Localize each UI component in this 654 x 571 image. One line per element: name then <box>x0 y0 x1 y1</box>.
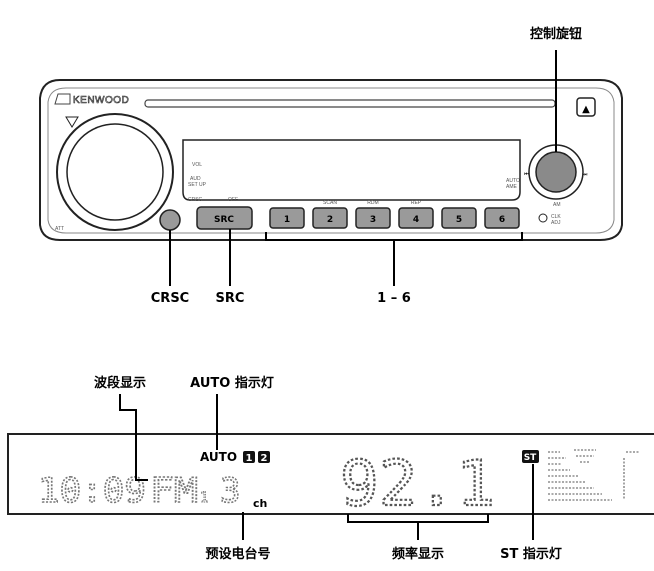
auto-badge-1-text: 1 <box>246 453 253 464</box>
crsc-button[interactable] <box>159 209 181 231</box>
seek-back-icon: ⏮ <box>524 171 530 178</box>
crsc-callout: CRSC <box>151 291 189 306</box>
preset-button-1[interactable] <box>269 207 305 229</box>
src-button[interactable] <box>196 206 253 230</box>
preset-button-2[interactable] <box>312 207 348 229</box>
preset-unit: ch <box>253 497 267 510</box>
bottom-callout-lines <box>119 394 534 540</box>
preset-number-callout: 预设电台号 <box>205 546 270 562</box>
band-sub-readout: 1 <box>200 490 208 506</box>
preset-caption-3: RDM <box>367 200 378 206</box>
preset-button-label-6: 6 <box>499 215 505 225</box>
ame-small-label: AME <box>506 184 518 190</box>
volume-marker-icon <box>65 116 79 128</box>
lcd-frame <box>7 433 654 515</box>
src-callout: SRC <box>216 291 245 306</box>
faceplate: KENWOOD ▲ ATT VOL AUD SET UP CRSC OFF AU… <box>39 79 623 241</box>
preset-buttons: 1 2 SCAN 3 RDM 4 REP 5 6 <box>269 200 520 229</box>
eject-button[interactable] <box>576 97 596 117</box>
clk-button[interactable] <box>538 213 548 223</box>
logo-tab <box>54 93 71 105</box>
faceplate-inner-border <box>47 87 615 234</box>
eject-icon: ▲ <box>582 104 590 115</box>
preset-button-label-5: 5 <box>456 215 462 225</box>
clk-small-label: CLK <box>551 214 561 220</box>
disc-slot <box>144 99 556 108</box>
auto-badge-1 <box>243 451 255 463</box>
crsc-small-label: CRSC <box>188 197 203 203</box>
preset-button-label-3: 3 <box>370 215 376 225</box>
st-badge <box>522 450 539 463</box>
volume-knob[interactable] <box>66 123 164 221</box>
band-readout: FM <box>150 471 198 511</box>
auto-badge-2-text: 2 <box>261 453 268 464</box>
seek-forward-icon: ⏭ <box>582 171 588 178</box>
control-knob-callout: 控制旋钮 <box>530 26 582 42</box>
band-display-callout: 波段显示 <box>94 375 146 391</box>
brand-logo: KENWOOD <box>73 95 129 106</box>
att-label: ATT <box>55 226 64 232</box>
preset-button-4[interactable] <box>398 207 434 229</box>
preset-button-6[interactable] <box>484 207 520 229</box>
preset-caption-4: REP <box>411 200 422 206</box>
st-badge-text: ST <box>524 453 537 463</box>
preset-button-3[interactable] <box>355 207 391 229</box>
am-small-label: AM <box>553 202 561 208</box>
preset-button-label-4: 4 <box>413 215 419 225</box>
preset-readout: 3 <box>220 471 240 511</box>
setup-label: SET UP <box>188 182 207 188</box>
spectrum-analyzer <box>548 449 640 501</box>
src-button-label: SRC <box>214 215 234 225</box>
auto-indicator: AUTO <box>200 450 237 464</box>
presets-callout: 1 – 6 <box>377 291 411 306</box>
band-display-leader <box>119 394 148 481</box>
frequency-readout: 92.1 <box>340 447 495 520</box>
auto-indicator-callout: AUTO 指示灯 <box>190 375 274 391</box>
display-panel <box>182 139 521 201</box>
auto-badge-2 <box>258 451 270 463</box>
frequency-display-callout: 频率显示 <box>392 546 444 562</box>
clock-readout: 10:09 <box>38 471 146 511</box>
adj-small-label: ADJ <box>551 220 561 226</box>
aud-label: AUD <box>190 176 201 182</box>
preset-button-label-2: 2 <box>327 215 333 225</box>
st-indicator-callout: ST 指示灯 <box>500 546 562 562</box>
control-knob[interactable] <box>535 151 577 193</box>
top-callout-lines <box>169 50 557 286</box>
preset-button-5[interactable] <box>441 207 477 229</box>
lcd-display: AUTO 1 2 10:09 FM 1 3 ch 92.1 ST <box>7 433 654 521</box>
vol-label: VOL <box>192 162 202 168</box>
preset-button-label-1: 1 <box>284 215 290 225</box>
auto-small-label: AUTO <box>506 178 520 184</box>
off-small-label: OFF <box>228 197 238 203</box>
preset-caption-2: SCAN <box>323 200 337 206</box>
